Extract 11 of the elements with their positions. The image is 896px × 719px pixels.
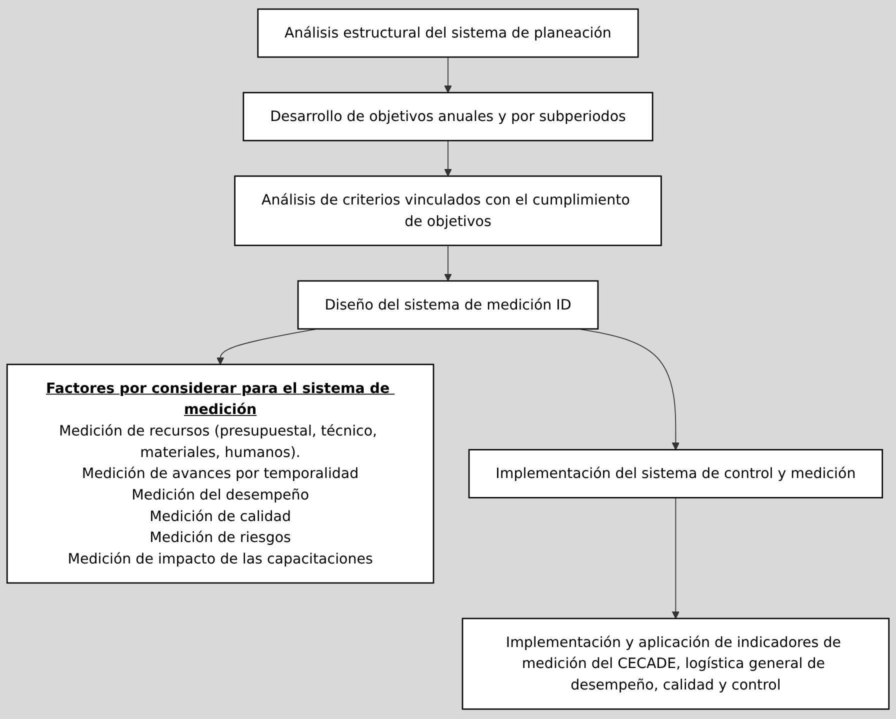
arrow — [444, 140, 452, 177]
node-box: Análisis de criterios vinculados con el cumplimiento de objetivos — [234, 176, 662, 246]
node-box: Factores por considerar para el sistema de medición Medición de recursos (presupuestal, técnico, materiales, humanos). Medición de avances por temporalidad Medición del desempeño Medición de calidad Medición de riesgos Medición de impacto de las capacitaciones — [6, 364, 434, 584]
arrow — [444, 245, 452, 282]
node-box: Análisis estructural del sistema de planeación — [257, 8, 639, 58]
node-box: Desarrollo de objetivos anuales y por subperiodos — [242, 92, 654, 142]
node-box: Implementación y aplicación de indicadores de medición del CECADE, logística general de desempeño, calidad y control — [462, 618, 890, 710]
node-box: Implementación del sistema de control y medición — [468, 449, 884, 499]
arrow — [672, 498, 680, 620]
node-box: Diseño del sistema de medición ID — [297, 280, 599, 330]
arrow — [444, 57, 452, 94]
